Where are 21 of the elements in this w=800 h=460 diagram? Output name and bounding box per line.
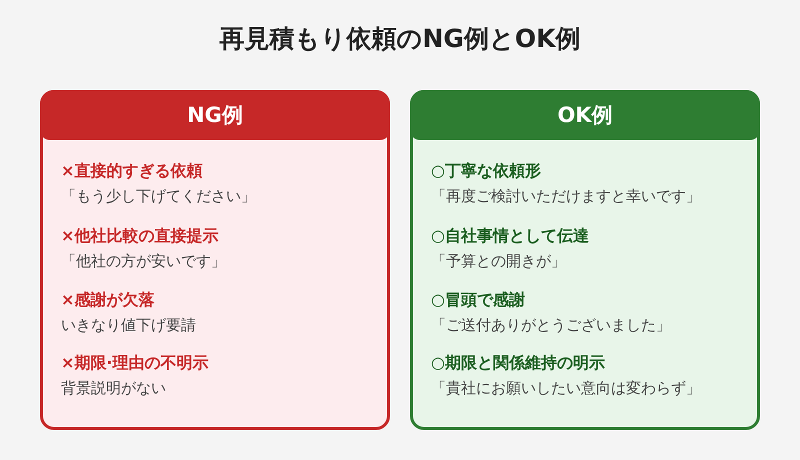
item-text: いきなり値下げ要請 xyxy=(61,316,196,335)
panel-header: NG例 xyxy=(40,90,390,140)
item-heading: ○期限と関係維持の明示 xyxy=(431,353,605,374)
item-heading: ○丁寧な依頼形 xyxy=(431,161,541,182)
panel-header: OK例 xyxy=(410,90,760,140)
item-heading: ×他社比較の直接提示 xyxy=(61,226,218,247)
item-heading: ×直接的すぎる依頼 xyxy=(61,161,202,182)
page-title: 再見積もり依頼のNG例とOK例 xyxy=(218,23,582,55)
item-text: 「再度ご検討いただけますと幸いです」 xyxy=(431,187,701,206)
item-heading: ○自社事情として伝達 xyxy=(431,226,589,247)
item-text: 「もう少し下げてください」 xyxy=(61,187,256,206)
item-text: 背景説明がない xyxy=(61,379,166,398)
comparison-panel xyxy=(410,90,760,430)
comparison-panel xyxy=(40,90,390,430)
item-text: 「予算との開きが」 xyxy=(431,252,566,271)
item-heading: ×感謝が欠落 xyxy=(61,290,154,311)
item-text: 「ご送付ありがとうございました」 xyxy=(431,316,671,335)
item-heading: ○冒頭で感謝 xyxy=(431,290,525,311)
item-text: 「他社の方が安いです」 xyxy=(61,252,226,271)
item-heading: ×期限·理由の不明示 xyxy=(61,353,208,374)
item-text: 「貴社にお願いしたい意向は変わらず」 xyxy=(431,379,701,398)
